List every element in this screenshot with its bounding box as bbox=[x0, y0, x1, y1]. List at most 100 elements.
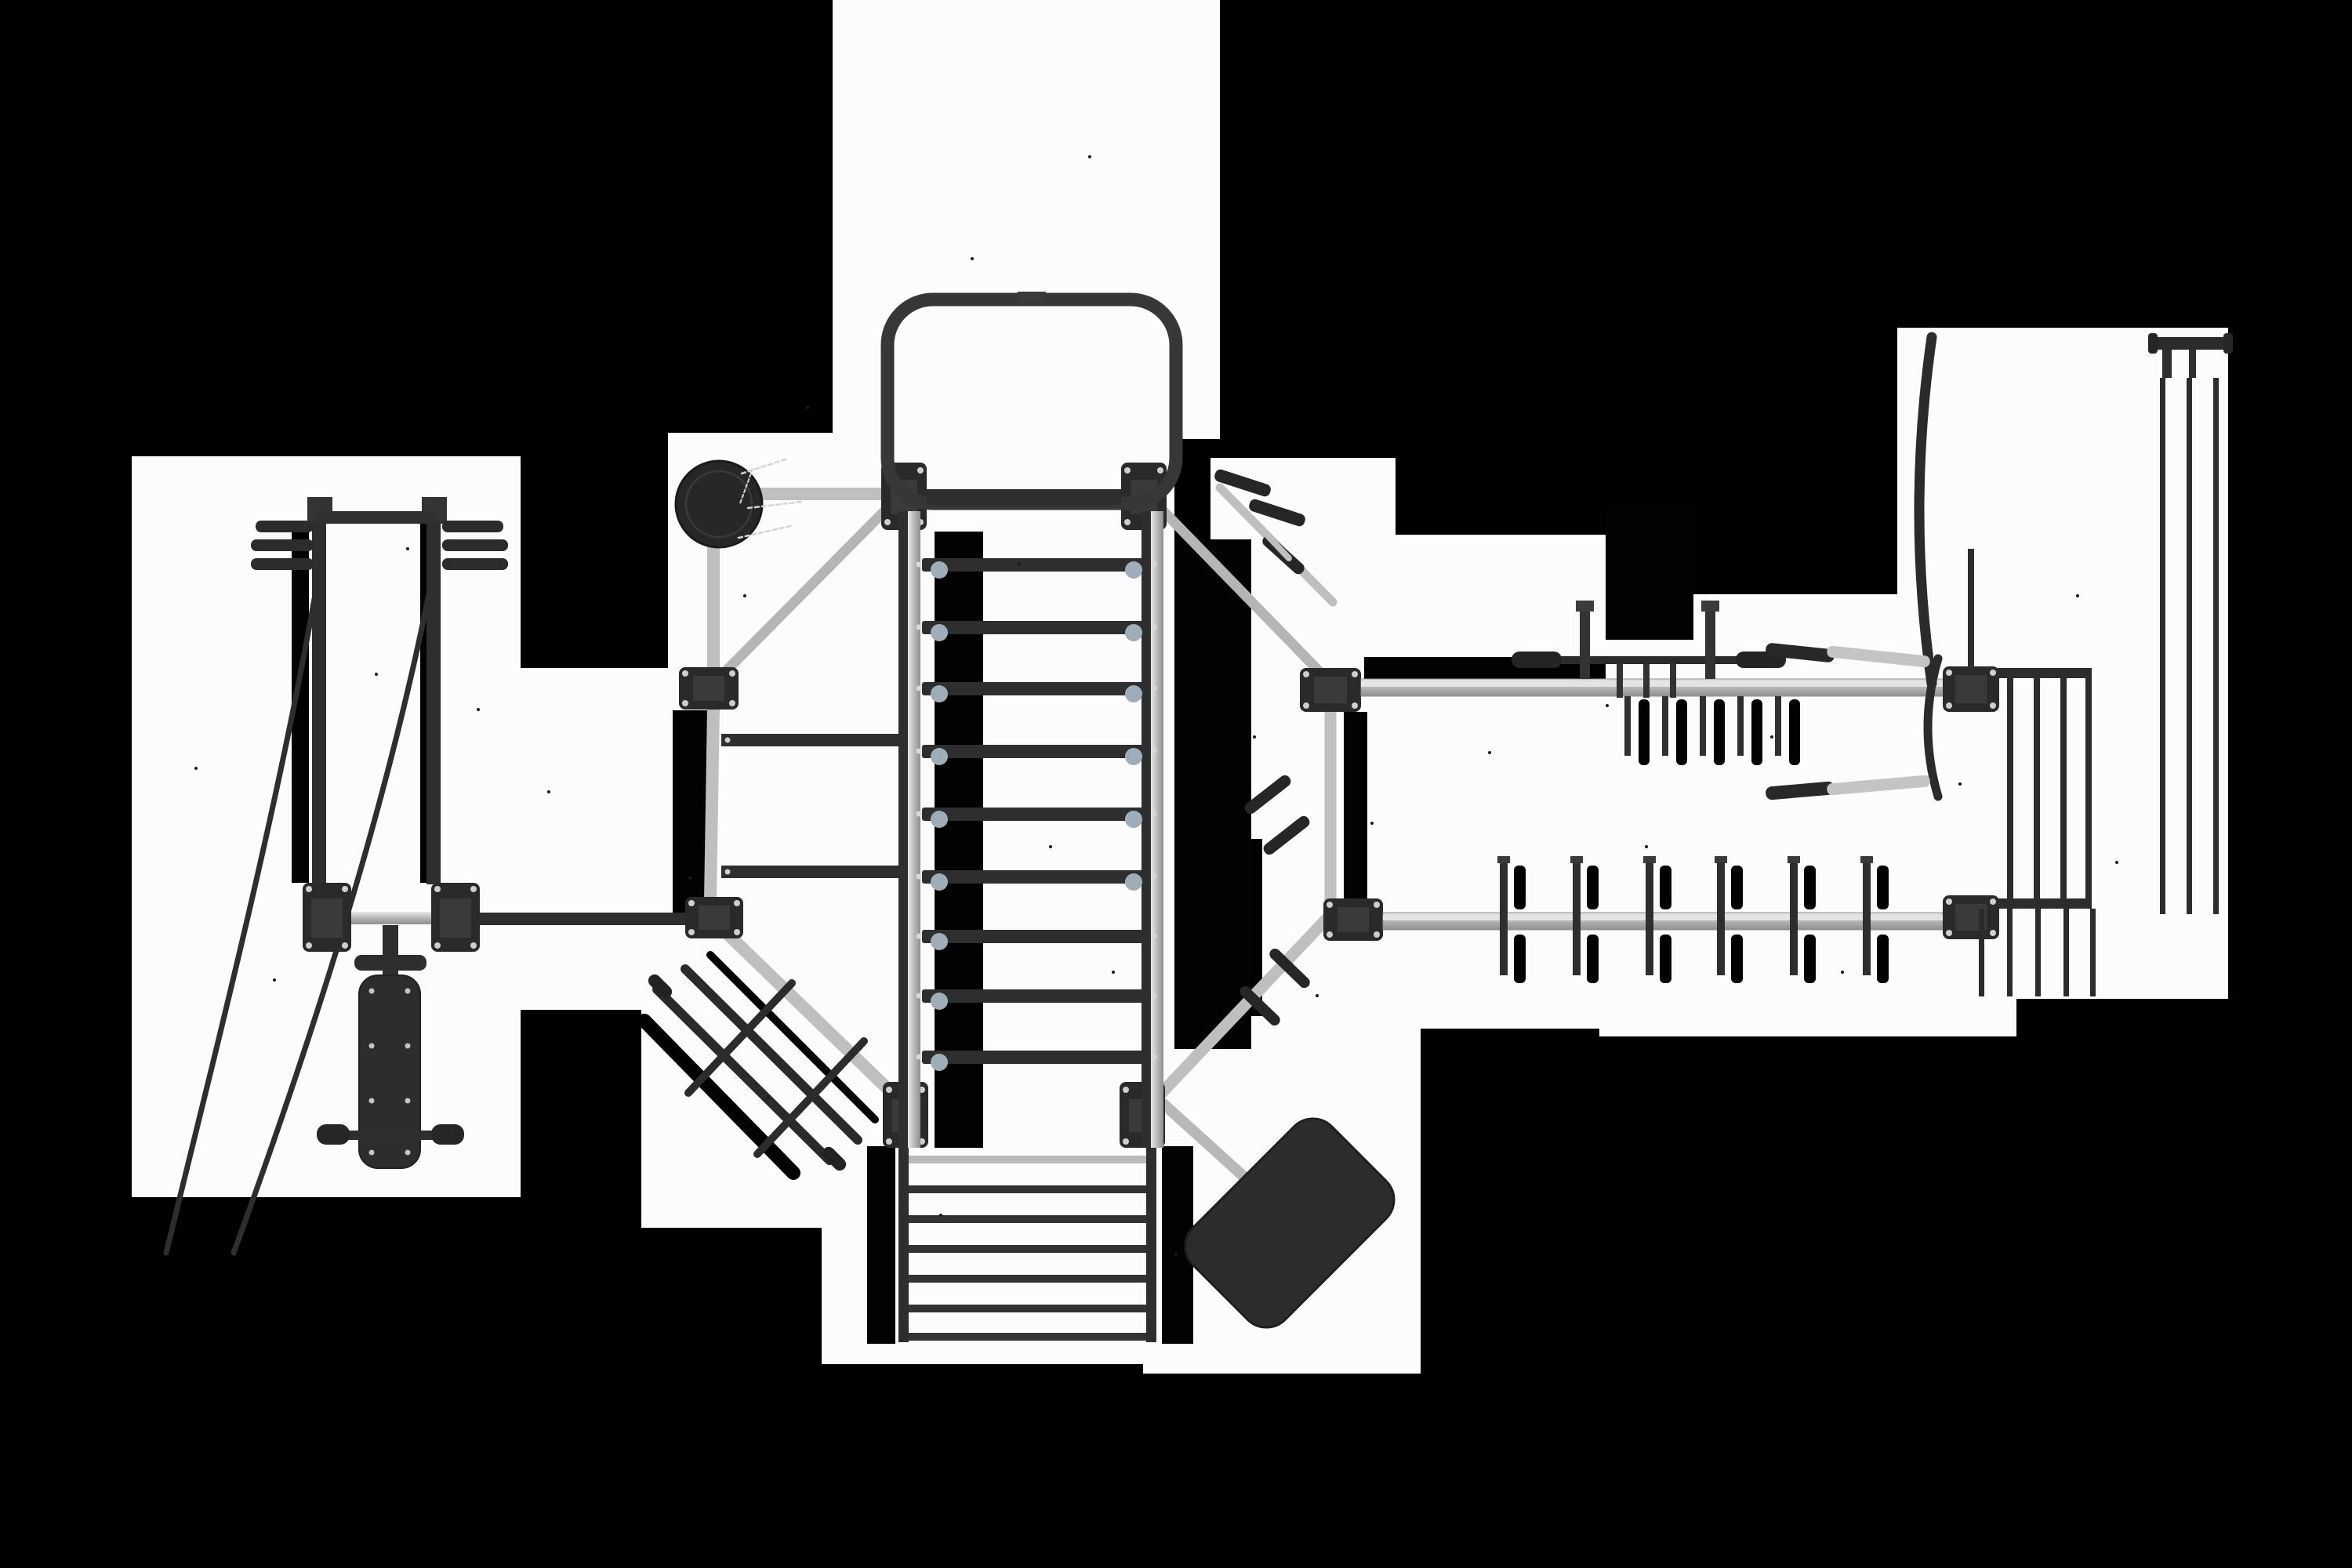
bench-foot-bar bbox=[329, 1131, 452, 1140]
rung-washer-right-3 bbox=[1125, 748, 1142, 765]
top-beam-peg-1 bbox=[1662, 696, 1668, 756]
plate-west-bottom-bolts-0 bbox=[688, 900, 695, 906]
plate-east-top-bolts-3 bbox=[1352, 702, 1358, 709]
fr-bracket-cap-left bbox=[2148, 333, 2158, 354]
bench-crossbar bbox=[354, 955, 426, 971]
plate-top-right-bolts-0 bbox=[1124, 467, 1131, 474]
plate-east-bottom-bolts-2 bbox=[1327, 931, 1333, 938]
shadow-east-post bbox=[1344, 712, 1367, 900]
ne-grip-5 bbox=[1263, 815, 1310, 855]
rung-bolts-6-1 bbox=[1151, 933, 1157, 939]
bench-pad-bolts-2 bbox=[368, 1043, 375, 1049]
chain-4 bbox=[739, 468, 753, 504]
speckle-17 bbox=[1770, 735, 1773, 739]
bench-pad-bolts-6 bbox=[368, 1149, 375, 1156]
beam-peg-4 bbox=[1790, 862, 1798, 975]
beam-peg-0 bbox=[1500, 862, 1508, 975]
ladder-rail-left-dark bbox=[898, 511, 908, 1148]
lower-ladder-rung-6 bbox=[909, 1333, 1146, 1341]
beam-peg-5 bbox=[1863, 862, 1871, 975]
beam-peg-shadow-dn-1 bbox=[1587, 935, 1599, 983]
plate-west-top-bolts-3 bbox=[729, 700, 735, 706]
octagon-west-post bbox=[704, 701, 720, 906]
fr-ladder-rail-top bbox=[1998, 668, 2092, 678]
plate-east-top-inner bbox=[1314, 677, 1347, 703]
rung-washer-left-1 bbox=[931, 624, 948, 641]
beam-peg-cap-1 bbox=[1570, 856, 1583, 863]
fr-plate-top-bolts-1 bbox=[1990, 670, 1996, 676]
speckle-15 bbox=[1488, 751, 1491, 754]
scene-root bbox=[132, 0, 2233, 1374]
speckle-13 bbox=[1253, 735, 1256, 739]
fr-bracket-stub-2 bbox=[2189, 350, 2196, 378]
speckle-21 bbox=[2115, 861, 2118, 864]
ladder-rung-1 bbox=[922, 621, 1151, 634]
fr-plate-top-inner bbox=[1955, 675, 1987, 703]
top-beam-peg-shadow-1 bbox=[1676, 699, 1687, 765]
bench-pad-bolts-4 bbox=[368, 1098, 375, 1104]
rung-bolts-5-1 bbox=[1151, 873, 1157, 880]
ladder-rung-0 bbox=[922, 558, 1151, 572]
speckle-12 bbox=[1112, 971, 1115, 974]
se-hook-1 bbox=[1269, 948, 1310, 989]
ladder-rung-4 bbox=[922, 808, 1151, 821]
base-plate-left-bolts-1 bbox=[342, 886, 348, 892]
ne-grip-1 bbox=[1214, 469, 1271, 497]
beam-peg-shadow-up-5 bbox=[1877, 866, 1889, 909]
barbell-bar bbox=[1560, 656, 1739, 664]
fr-ladder-rung-2 bbox=[2060, 678, 2067, 898]
beam-peg-cap-4 bbox=[1788, 856, 1800, 863]
shadow-left-post-1 bbox=[292, 524, 309, 883]
fr-plate-bottom-bolts-2 bbox=[1946, 930, 1952, 936]
beam-peg-3 bbox=[1717, 862, 1725, 975]
fr-arc-upright bbox=[1914, 332, 1937, 689]
punch-disk bbox=[674, 459, 764, 549]
plate-west-top-bolts-1 bbox=[729, 670, 735, 677]
fr-handle-bottom-grip bbox=[1766, 781, 1835, 800]
diag-bar-1 bbox=[652, 985, 834, 1165]
top-beam-peg-shadow-3 bbox=[1751, 699, 1762, 765]
rung-bolts-3-1 bbox=[1151, 748, 1157, 754]
base-plate-right-bolts-2 bbox=[434, 942, 441, 949]
rung-bolts-3-0 bbox=[916, 748, 922, 754]
speckle-23 bbox=[939, 1214, 942, 1217]
speckle-2 bbox=[547, 790, 550, 793]
rung-bolts-2-0 bbox=[916, 685, 922, 691]
rung-bolts-1-1 bbox=[1151, 624, 1157, 630]
bar-to-octagon bbox=[480, 913, 688, 925]
rung-washer-left-5 bbox=[931, 873, 948, 891]
rung-washer-right-0 bbox=[1125, 561, 1142, 579]
fr-plate-bottom-bolts-1 bbox=[1990, 898, 1996, 905]
plate-top-right-bolts-2 bbox=[1124, 519, 1131, 525]
ne-grip-2 bbox=[1249, 499, 1305, 527]
lower-ladder-rail-right bbox=[1146, 1148, 1156, 1342]
rack-hook-3 bbox=[1670, 663, 1676, 698]
rung-bolts-8-0 bbox=[916, 1054, 922, 1060]
shadow-lower-ladder-left bbox=[867, 1146, 895, 1344]
ladder-rung-3 bbox=[922, 745, 1151, 758]
rung-bolts-5-0 bbox=[916, 873, 922, 880]
fr-ladder-rung-1 bbox=[2034, 678, 2040, 898]
speckle-22 bbox=[1174, 1253, 1178, 1256]
bench-pad bbox=[358, 975, 421, 1169]
ladder-rung-2 bbox=[922, 682, 1151, 695]
octagon-se-edge bbox=[1151, 911, 1334, 1104]
ladder-rung-5 bbox=[922, 870, 1151, 884]
fr-ladder-rail-bottom bbox=[1998, 898, 2092, 909]
fr-plate-bottom-bolts-3 bbox=[1990, 930, 1996, 936]
beam-peg-shadow-dn-4 bbox=[1804, 935, 1816, 983]
fr-vertical-3 bbox=[2213, 378, 2219, 914]
rung-washer-left-6 bbox=[931, 933, 948, 950]
rung-bolts-2-1 bbox=[1151, 685, 1157, 691]
ladder-rung-8 bbox=[922, 1051, 1151, 1064]
plate-east-bottom-inner bbox=[1338, 907, 1369, 932]
rack-upright-1 bbox=[1580, 607, 1590, 679]
beam-peg-cap-3 bbox=[1715, 856, 1727, 863]
speckle-25 bbox=[1316, 994, 1319, 997]
plate-bottom-left-bolts-2 bbox=[886, 1138, 892, 1145]
rung-bolts-4-1 bbox=[1151, 811, 1157, 817]
fr-bracket-cap-right bbox=[2223, 333, 2233, 354]
shadow-diag-2 bbox=[706, 951, 879, 1123]
pullup-loop-cap bbox=[1018, 292, 1046, 302]
